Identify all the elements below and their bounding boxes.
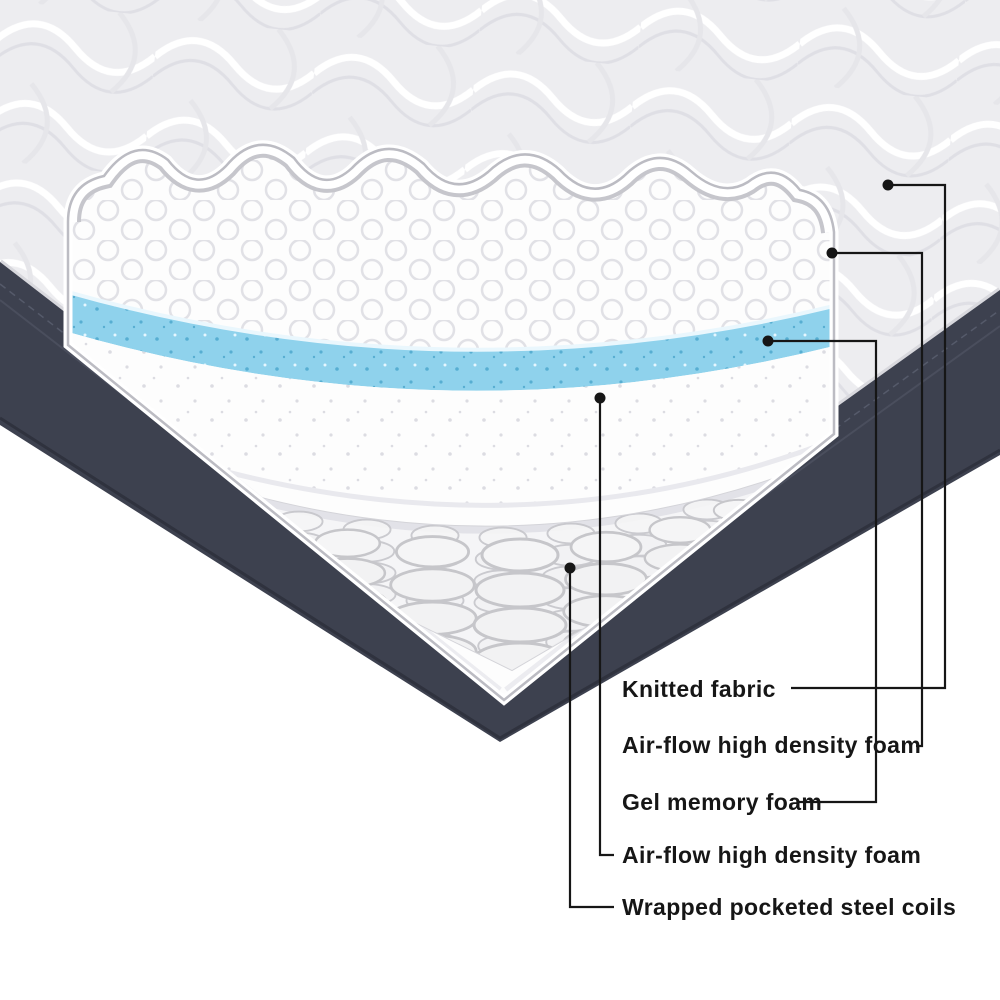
cutaway-rim-outline — [66, 143, 836, 702]
airflow-foam-bottom-layer — [68, 332, 834, 506]
leader-line-airflow-foam-bottom — [598, 398, 614, 857]
label-airflow-foam-bottom: Air-flow high density foam — [622, 842, 921, 868]
pointer-dot-pocketed-coils — [564, 562, 576, 574]
gel-top-highlight — [68, 290, 834, 352]
label-pocketed-coils: Wrapped pocketed steel coils — [622, 894, 956, 920]
pointer-dot-airflow-foam-top — [826, 247, 838, 259]
pointer-dot-knitted-fabric — [882, 179, 894, 191]
pointer-dot-airflow-foam-bottom — [594, 392, 606, 404]
leader-line-knitted-fabric — [791, 183, 947, 690]
label-airflow-foam-top: Air-flow high density foam — [622, 732, 921, 758]
airflow-foam-top-layer — [68, 144, 834, 350]
leader-line-pocketed-coils — [568, 568, 614, 909]
leader-line-gel-memory-foam — [768, 339, 878, 804]
side-panel — [0, 262, 1000, 742]
label-knitted-fabric: Knitted fabric — [622, 676, 776, 702]
label-gel-memory-foam: Gel memory foam — [622, 789, 822, 815]
leader-lines — [568, 183, 947, 909]
pointer-dot-gel-memory-foam — [762, 335, 774, 347]
layer-labels: Knitted fabric Air-flow high density foa… — [622, 676, 956, 920]
side-panel-bottom-edge — [0, 416, 1000, 740]
pointer-dots — [564, 179, 894, 574]
leader-line-airflow-foam-top — [832, 251, 924, 748]
gel-memory-foam-speckle — [68, 292, 834, 391]
